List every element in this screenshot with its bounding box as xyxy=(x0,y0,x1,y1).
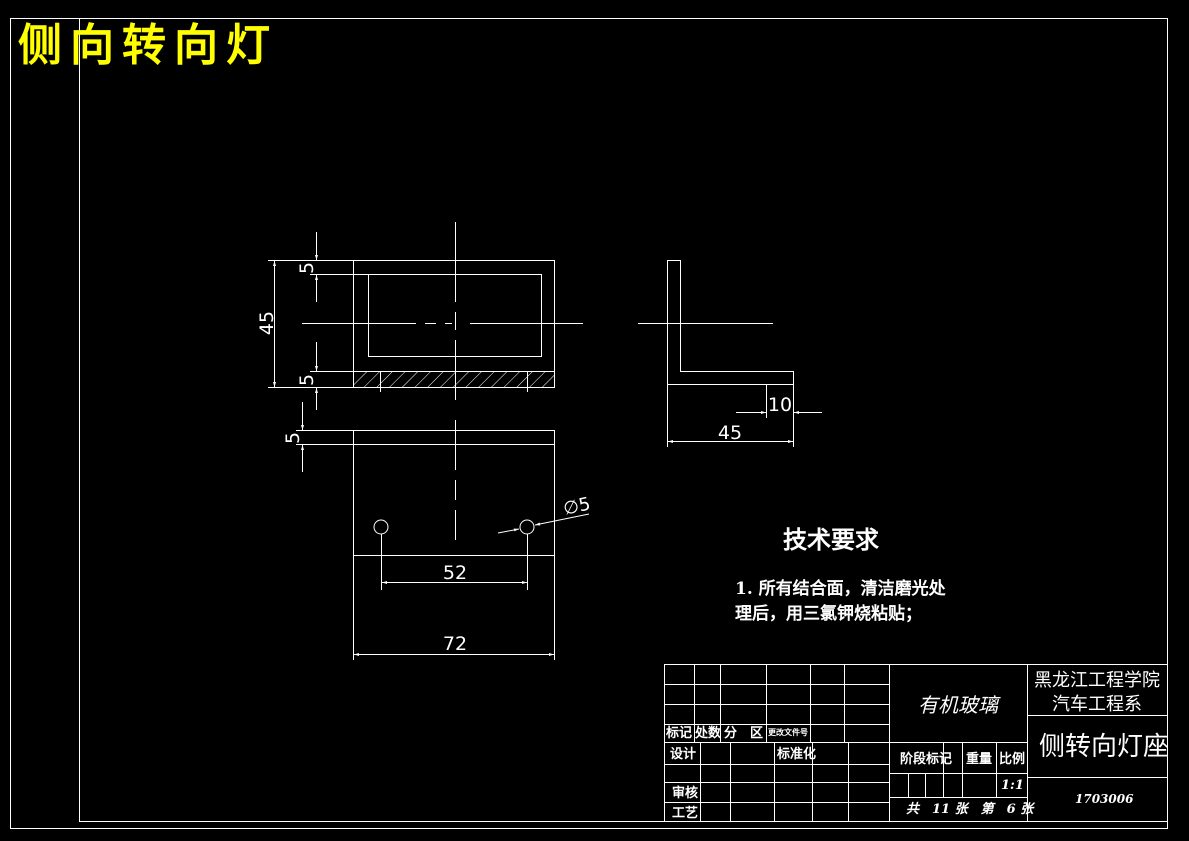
title-block xyxy=(664,664,1168,822)
label-scale: 比例 xyxy=(999,751,1025,767)
drawing-number: 1703006 xyxy=(1075,792,1134,806)
front-view xyxy=(302,222,583,400)
dim-top-5: 5 xyxy=(296,262,318,274)
hatched-base xyxy=(353,371,555,388)
sheet-count: 共 11 张 第 6 张 xyxy=(906,801,1035,817)
label-count: 处数 xyxy=(694,725,722,741)
dim-hole-diameter: ∅5 xyxy=(561,494,592,520)
label-change-doc: 更改文件号 xyxy=(768,727,808,737)
dim-height-45: 45 xyxy=(256,311,278,335)
label-mark: 标记 xyxy=(665,725,692,741)
mounting-hole-left xyxy=(373,519,389,535)
label-process: 工艺 xyxy=(672,805,698,821)
mounting-hole-right xyxy=(519,519,535,535)
dim-side-10: 10 xyxy=(768,394,792,416)
side-view xyxy=(638,260,822,447)
tech-req-line-1: 1. 所有结合面，清洁磨光处 xyxy=(735,578,947,599)
dim-side-45: 45 xyxy=(718,422,742,444)
title-block-text: 标记 处数 分 区 更改文件号 设计 标准化 审核 工艺 阶段标记 重量 比例 … xyxy=(665,725,1134,821)
front-view-dimensions xyxy=(268,232,368,410)
dim-width-72: 72 xyxy=(443,633,467,655)
department-name: 汽车工程系 xyxy=(1052,694,1142,715)
school-name: 黑龙江工程学院 xyxy=(1034,670,1160,691)
material-name: 有机玻璃 xyxy=(918,693,1001,717)
scale-value: 1:1 xyxy=(1001,778,1024,793)
dim-spacing-52: 52 xyxy=(443,562,467,584)
dim-bottom-5: 5 xyxy=(296,374,318,386)
label-review: 审核 xyxy=(672,785,698,801)
top-view xyxy=(296,402,590,660)
drawing-title: 侧向转向灯 xyxy=(18,20,278,71)
inner-border xyxy=(79,18,1168,822)
label-weight: 重量 xyxy=(966,751,992,767)
tech-req-line-2: 理后，用三氯钾烧粘贴； xyxy=(735,603,922,624)
part-name: 侧转向灯座 xyxy=(1039,732,1169,762)
tech-req-heading: 技术要求 xyxy=(783,525,879,554)
label-standardize: 标准化 xyxy=(776,746,816,762)
label-design: 设计 xyxy=(670,746,696,762)
dim-plate-5: 5 xyxy=(282,432,304,444)
label-stage-mark: 阶段标记 xyxy=(900,751,952,767)
label-zone: 分 区 xyxy=(724,725,763,741)
